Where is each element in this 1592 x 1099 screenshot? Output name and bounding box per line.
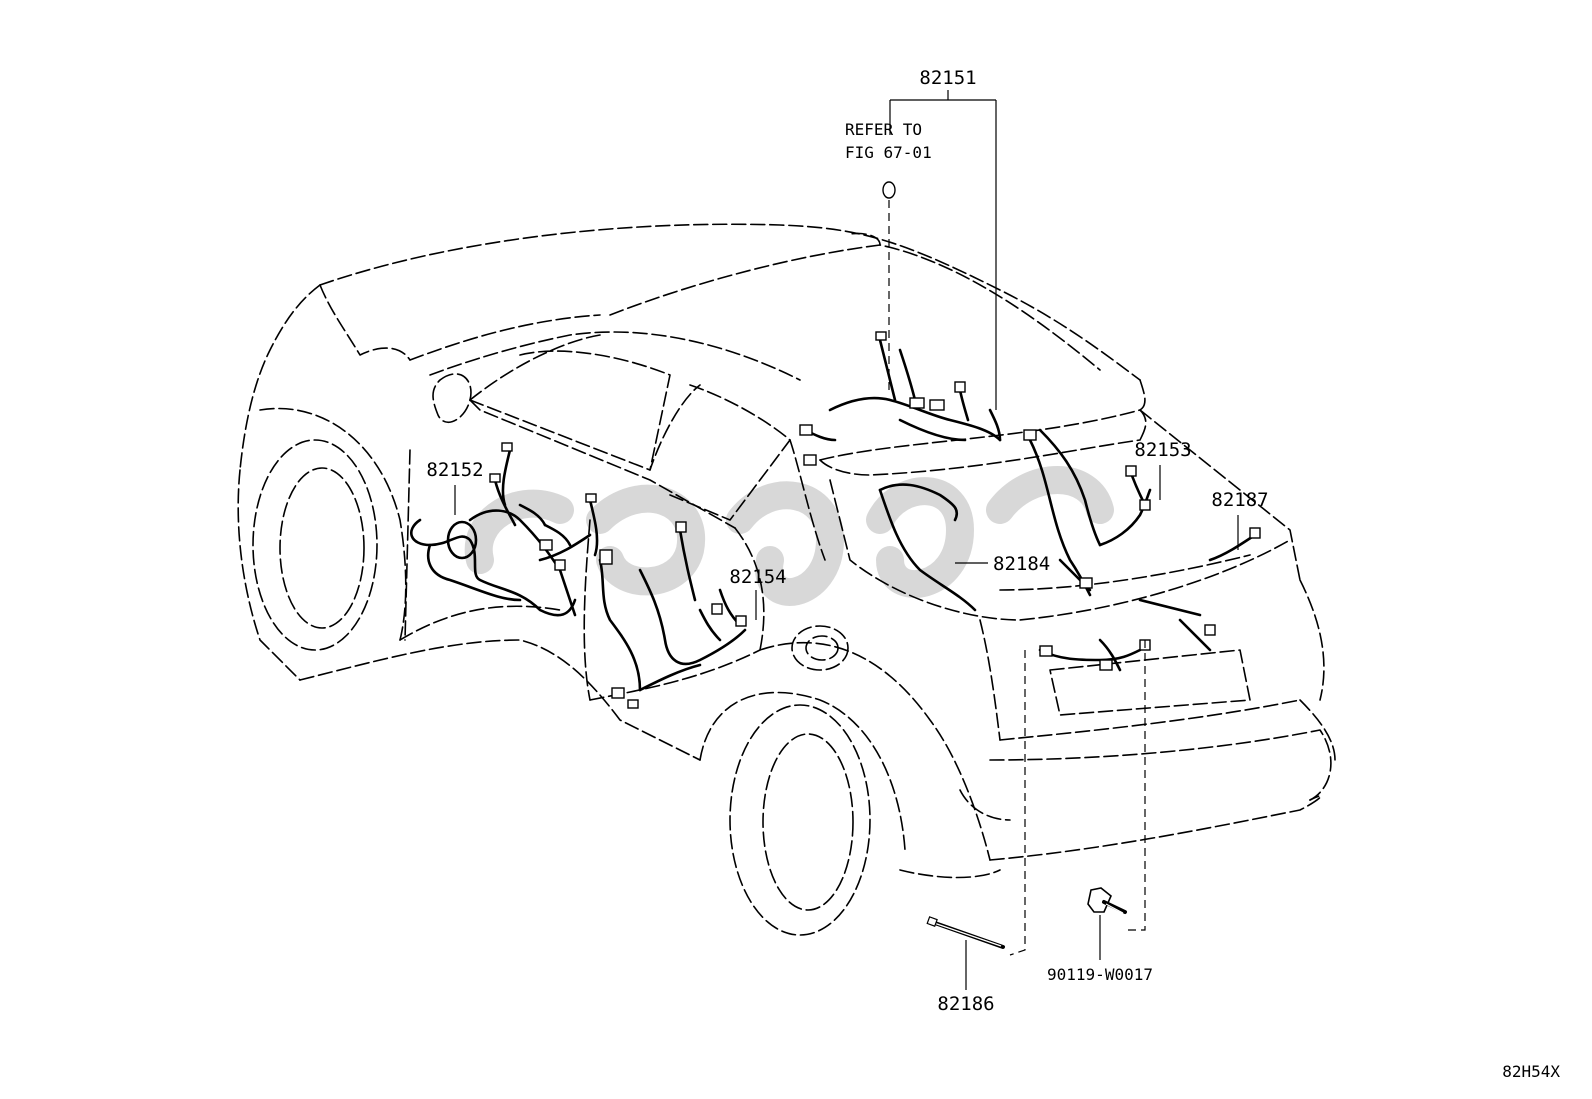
harness-82151	[799, 331, 1002, 466]
label-82184: 82184	[993, 553, 1050, 575]
label-90119-W0017: 90119-W0017	[1047, 965, 1153, 984]
label-82153: 82153	[1134, 439, 1191, 461]
label-refer-line2: FIG 67-01	[845, 143, 932, 162]
label-82152: 82152	[426, 459, 483, 481]
label-82154: 82154	[729, 566, 786, 588]
label-82187: 82187	[1211, 489, 1268, 511]
harness-82152	[410, 442, 599, 617]
bolt-icon	[1087, 887, 1127, 914]
harness-82153	[1023, 428, 1152, 597]
vehicle-outline	[237, 223, 1336, 936]
grommet-icon	[882, 181, 896, 199]
harness-rear-lower	[1038, 598, 1216, 672]
callout-labels: 82151 REFER TO FIG 67-01 82152 82153 821…	[426, 67, 1560, 1081]
figure-code: 82H54X	[1502, 1062, 1560, 1081]
cable-tie-icon	[926, 916, 1005, 949]
harness-82184	[878, 483, 977, 612]
label-82186: 82186	[937, 993, 994, 1015]
label-refer-line1: REFER TO	[845, 120, 922, 139]
harness-82154	[598, 521, 747, 709]
label-82151: 82151	[919, 67, 976, 89]
watermark	[464, 466, 1114, 606]
leader-lines	[454, 90, 1239, 990]
harness-82187	[1208, 527, 1261, 562]
